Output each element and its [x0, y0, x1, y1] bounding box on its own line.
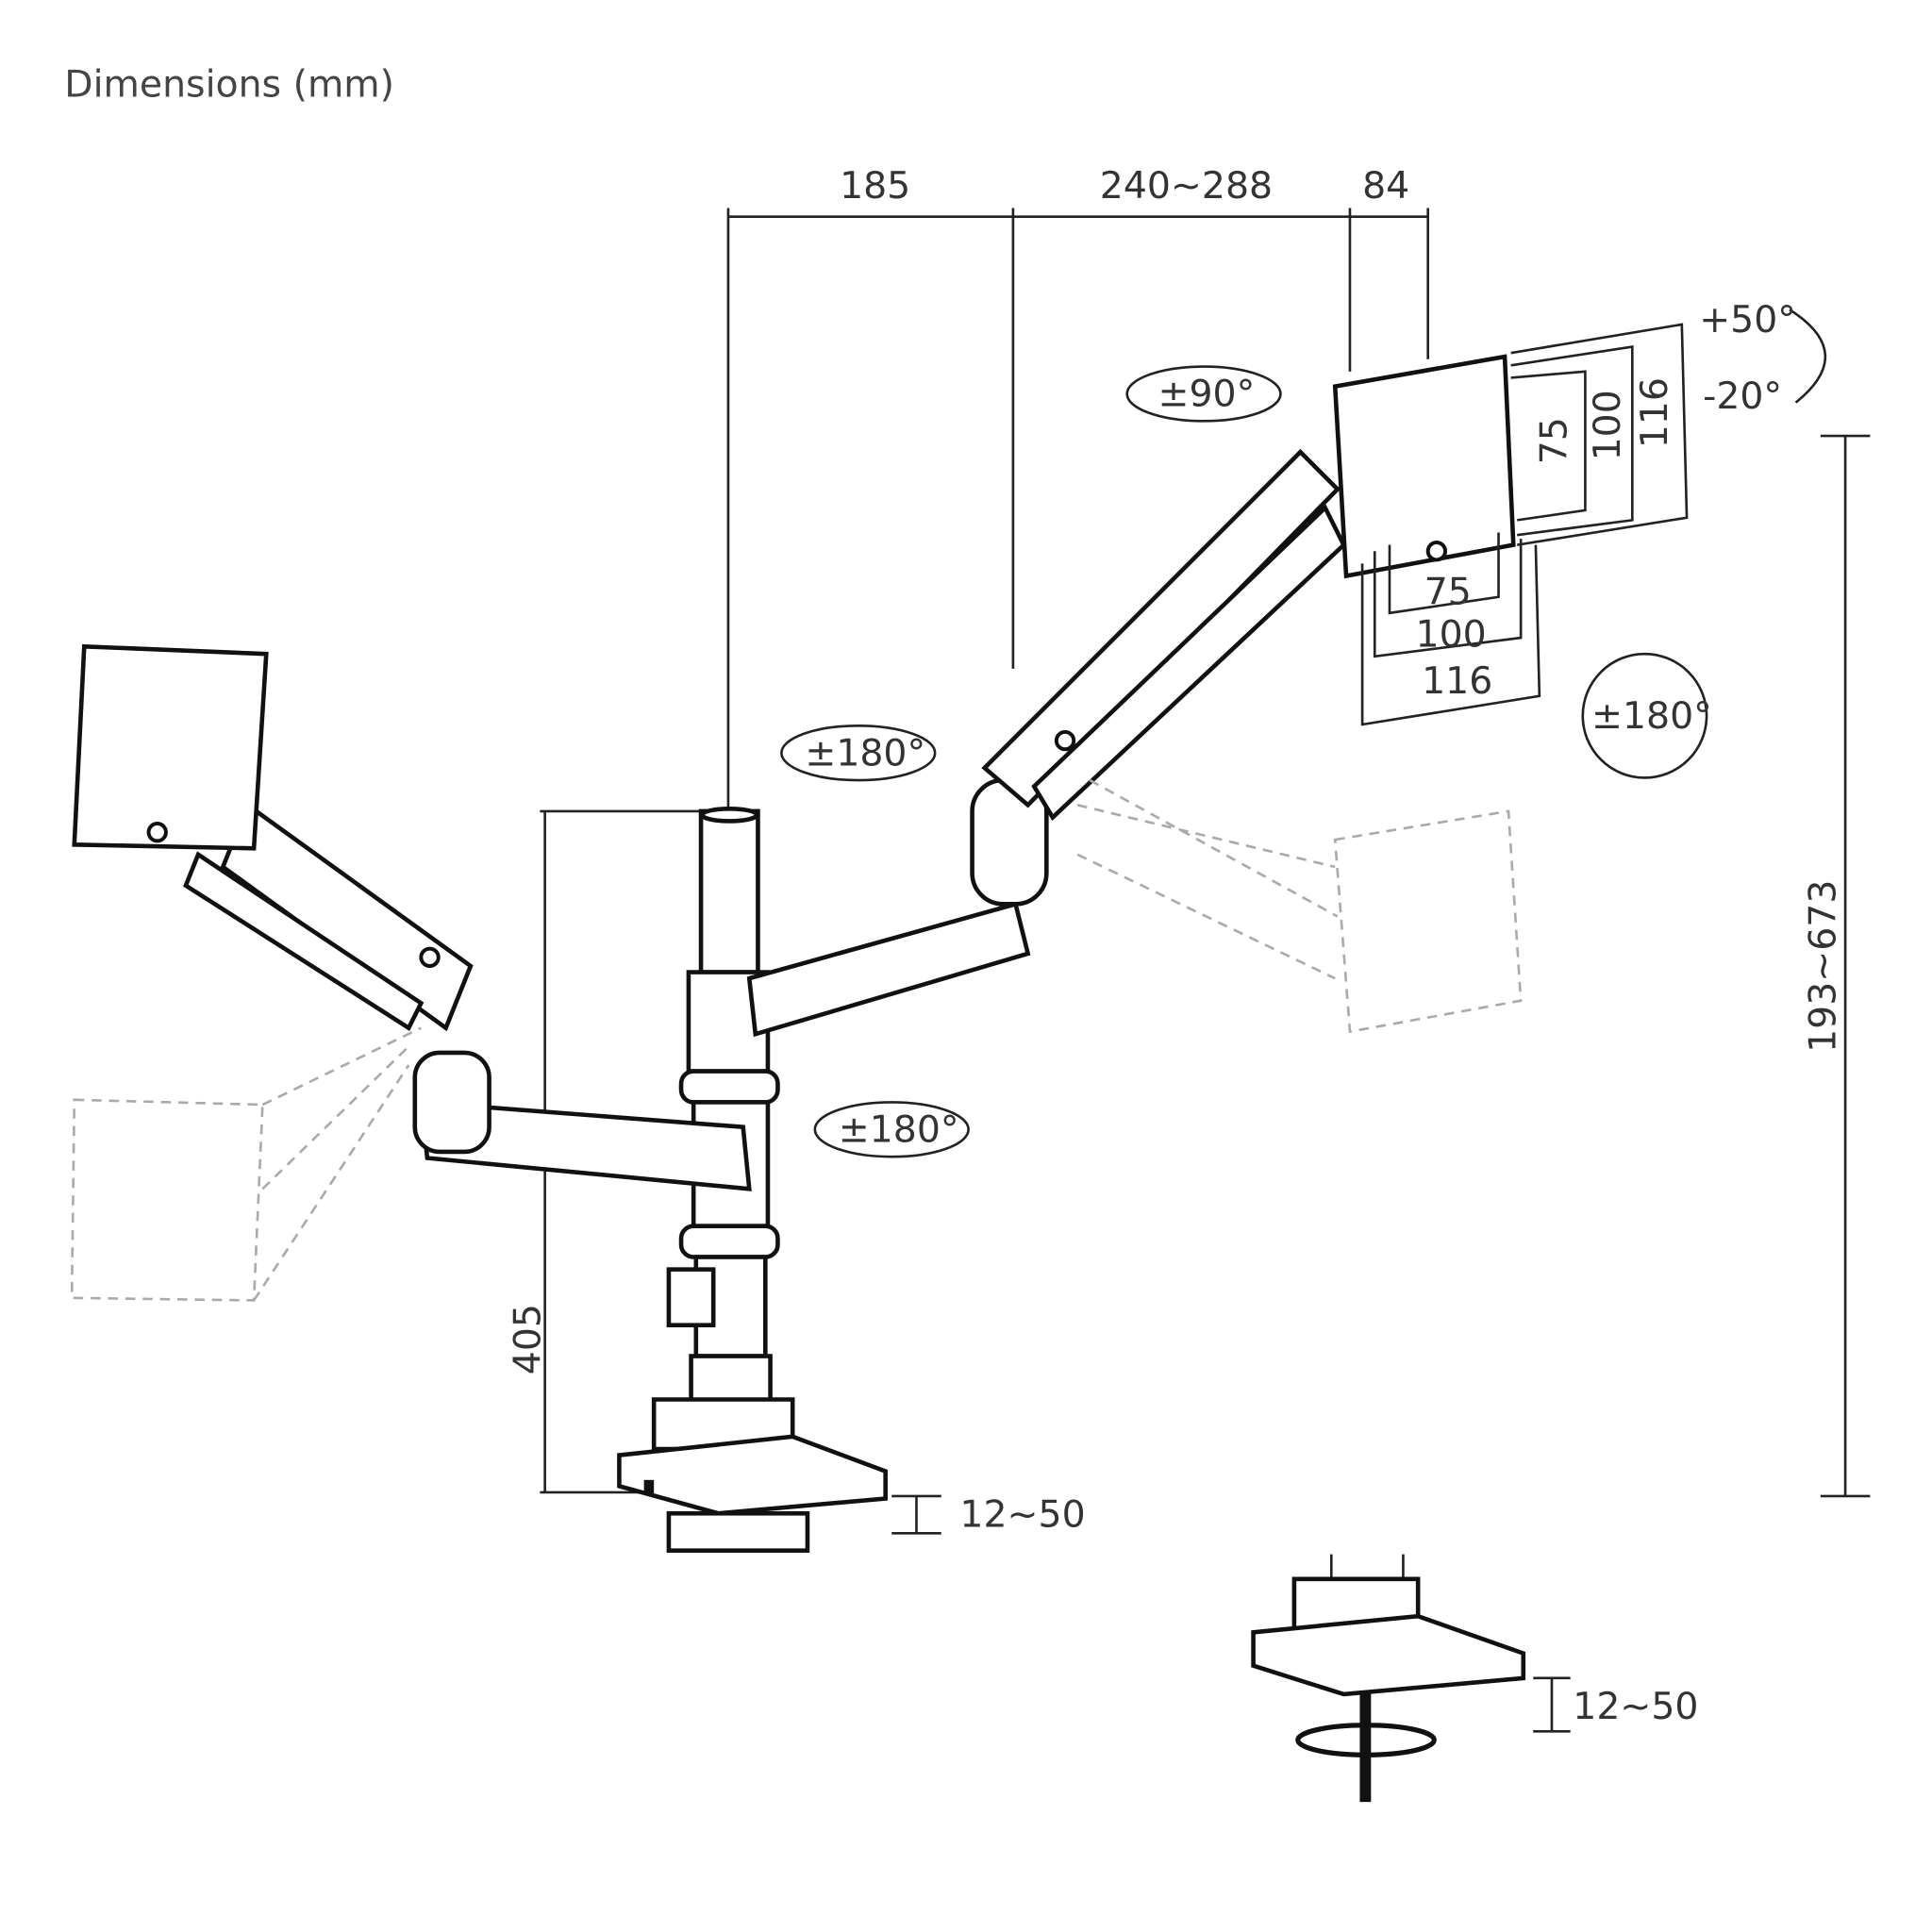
tilt-arrow: [1789, 308, 1827, 404]
dim-vesa-v-100: 100: [1586, 390, 1629, 460]
dim-vesa-v-75: 75: [1533, 417, 1576, 464]
left-monitor-plate: [72, 643, 269, 851]
dim-vesa-h-100: 100: [1416, 612, 1487, 656]
upper-swivel-arrow: [780, 724, 937, 782]
tilt-up-label: +50°: [1699, 298, 1796, 341]
tilt-down-label: -20°: [1703, 375, 1782, 418]
dim-185: 185: [840, 164, 910, 208]
head-swivel-arrow: [1581, 652, 1708, 779]
grommet-thickness-dimension: [1533, 1676, 1571, 1733]
vesa-horizontal-dimensions: [1360, 532, 1541, 726]
lower-swivel-arrow: [813, 1101, 970, 1158]
center-pole: [666, 806, 780, 1408]
dim-grommet-12-50: 12~50: [1573, 1685, 1698, 1728]
dim-193-673: 193~673: [1802, 880, 1845, 1053]
dim-vesa-v-116: 116: [1633, 377, 1676, 448]
top-dimension-lines: [726, 208, 1429, 811]
head-swivel-label: ±180°: [1591, 694, 1712, 738]
right-monitor-plate: [1332, 354, 1516, 579]
dim-vesa-h-75: 75: [1424, 571, 1472, 614]
left-arm: [183, 801, 752, 1191]
upper-swivel-label: ±180°: [805, 731, 925, 774]
dim-clamp-12-50: 12~50: [959, 1493, 1085, 1537]
clamp-thickness-dimension: [891, 1494, 941, 1535]
diagram-title: Dimensions (mm): [64, 62, 394, 106]
rotation-90-arrow: [1125, 365, 1282, 423]
left-monitor-ghost: [70, 1026, 422, 1302]
grommet-mount: [1251, 1554, 1526, 1803]
rotation-label: ±90°: [1158, 373, 1255, 416]
lower-swivel-label: ±180°: [839, 1108, 959, 1151]
vesa-vertical-dimensions: [1510, 323, 1689, 546]
dim-405: 405: [506, 1304, 549, 1374]
dim-84: 84: [1362, 164, 1409, 208]
dim-vesa-h-116: 116: [1422, 659, 1492, 703]
dim-240-288: 240~288: [1100, 164, 1273, 208]
height-range-dimension: [1820, 434, 1871, 1498]
desk-clamp: [617, 1397, 888, 1553]
right-arm: [746, 448, 1347, 1038]
right-monitor-ghost: [1076, 778, 1523, 1034]
